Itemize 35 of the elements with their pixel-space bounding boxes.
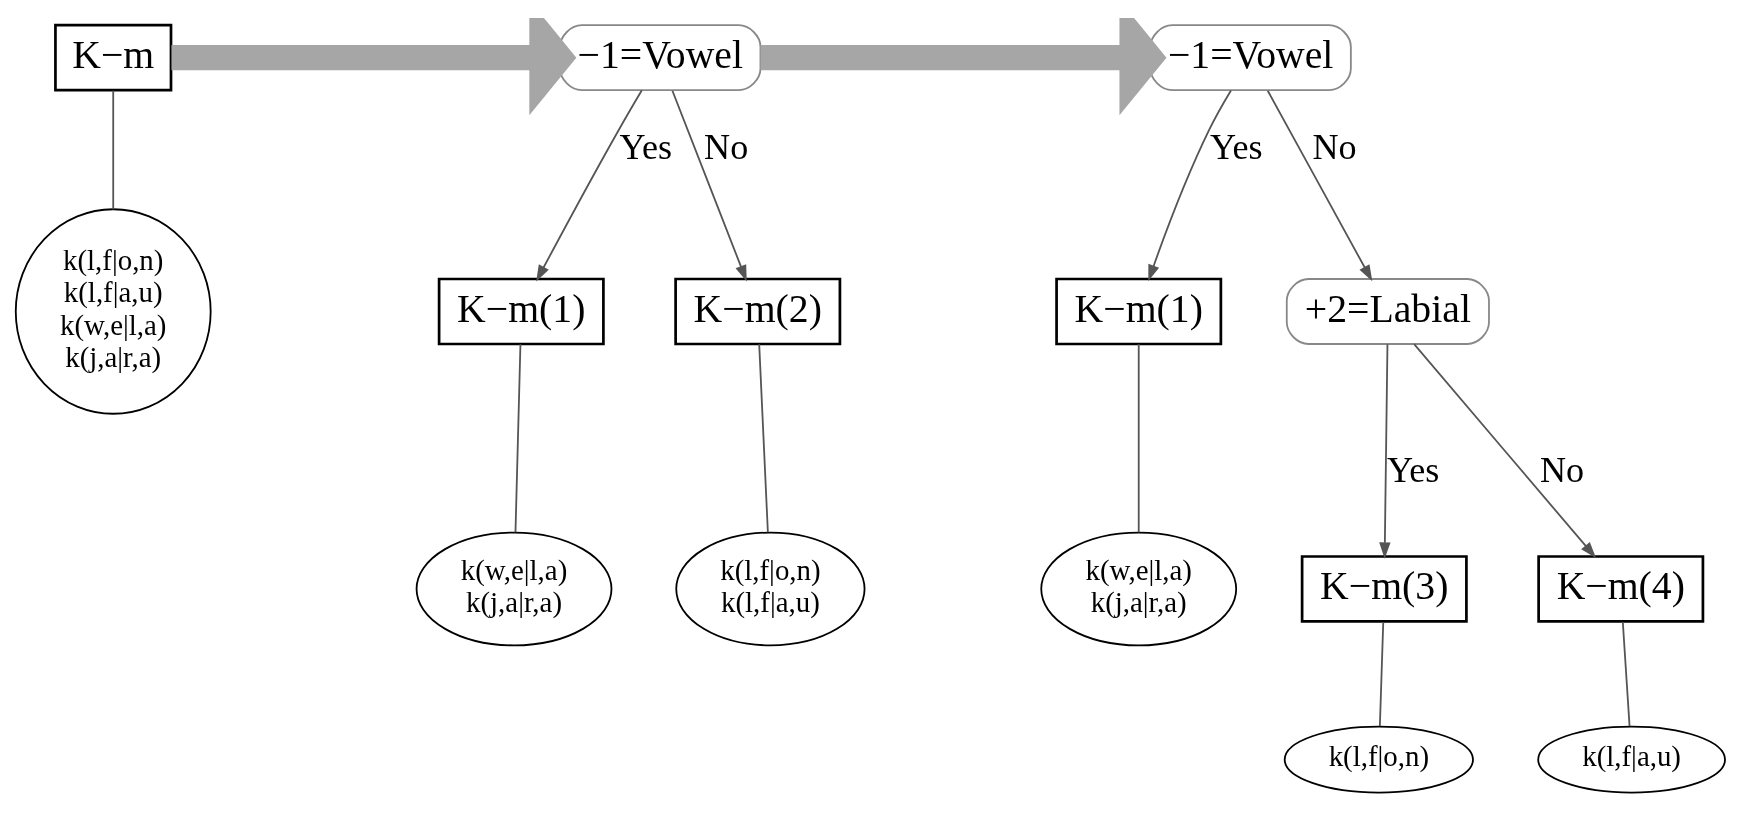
connector bbox=[112, 89, 115, 210]
edge-label: Yes bbox=[1386, 449, 1440, 490]
node-box: K−m(4) bbox=[1537, 554, 1705, 623]
node-ellipse: k(w,e|l,a) k(j,a|r,a) bbox=[415, 531, 613, 646]
arrow bbox=[1266, 89, 1373, 281]
connector bbox=[1137, 342, 1140, 533]
arrow bbox=[671, 89, 747, 281]
node-circle: k(l,f|o,n) k(l,f|a,u) k(w,e|l,a) k(j,a|r,a) bbox=[14, 207, 212, 415]
connector bbox=[1378, 620, 1385, 727]
node-box: −1=Vowel bbox=[559, 23, 762, 91]
edge-label: No bbox=[1540, 449, 1585, 490]
arrow bbox=[1413, 342, 1597, 558]
node-box: K−m(1) bbox=[1055, 277, 1223, 345]
connector bbox=[1621, 620, 1631, 727]
node-box: K−m(3) bbox=[1300, 554, 1468, 623]
node-box: K−m bbox=[54, 23, 173, 92]
edge-label: Yes bbox=[1209, 126, 1263, 167]
edge-label: No bbox=[1312, 126, 1357, 167]
node-ellipse: k(l,f|o,n) k(l,f|a,u) bbox=[675, 531, 866, 646]
node-box: K−m(2) bbox=[674, 277, 842, 345]
arrow bbox=[171, 17, 577, 115]
arrow bbox=[1379, 342, 1391, 559]
arrow bbox=[760, 17, 1167, 115]
connector bbox=[514, 342, 522, 533]
node-box: +2=Labial bbox=[1285, 277, 1490, 345]
arrow bbox=[1148, 89, 1232, 281]
node-ellipse: k(l,f|a,u) bbox=[1537, 725, 1726, 793]
node-ellipse: k(w,e|l,a) k(j,a|r,a) bbox=[1040, 531, 1238, 646]
connector bbox=[758, 342, 769, 533]
node-box: K−m(1) bbox=[437, 277, 605, 345]
node-box: −1=Vowel bbox=[1149, 23, 1352, 91]
edge-label: No bbox=[704, 126, 749, 167]
arrow bbox=[536, 88, 643, 281]
node-ellipse: k(l,f|o,n) bbox=[1283, 725, 1474, 793]
edge-label: Yes bbox=[619, 126, 673, 167]
